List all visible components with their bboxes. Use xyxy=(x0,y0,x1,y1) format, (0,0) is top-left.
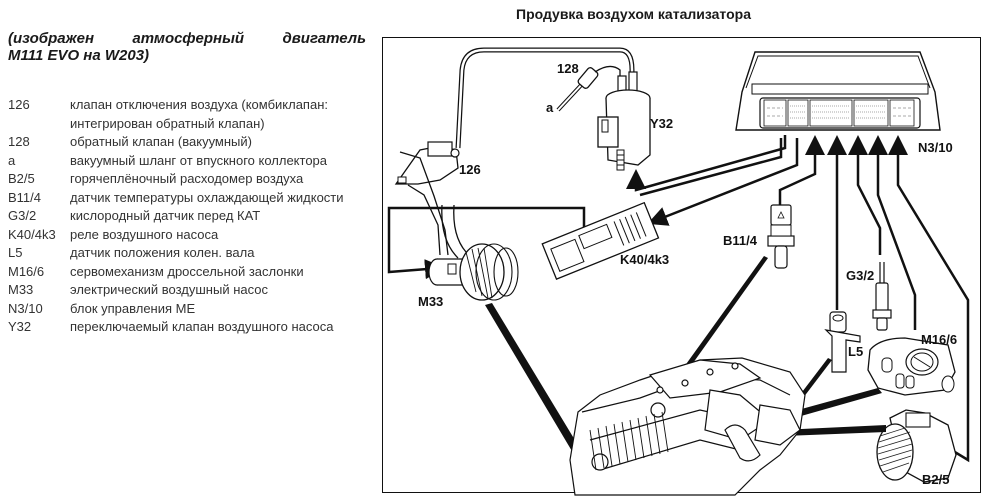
legend-desc: реле воздушного насоса xyxy=(70,226,219,242)
legend-code: K40/4k3 xyxy=(8,226,56,242)
label-n3-10: N3/10 xyxy=(918,140,953,155)
legend-desc: датчик положения колен. вала xyxy=(70,245,255,260)
wire-b2-to-ecu xyxy=(888,135,970,463)
legend-desc: клапан отключения воздуха (комбиклапан: … xyxy=(70,97,328,131)
legend-code: a xyxy=(8,152,16,168)
legend-item: 126 клапан отключения воздуха (комбиклапа… xyxy=(8,96,368,133)
label-k40-4k3: K40/4k3 xyxy=(620,252,669,267)
legend-desc: переключаемый клапан воздушного насоса xyxy=(70,319,334,334)
legend-code: Y32 xyxy=(8,319,32,334)
label-126: 126 xyxy=(459,162,481,177)
check-valve-128 xyxy=(556,65,621,112)
legend-desc: вакуумный шланг от впускного коллектора xyxy=(70,152,328,168)
label-m16-6: M16/6 xyxy=(921,332,957,347)
component-legend: 126 клапан отключения воздуха (комбиклапа… xyxy=(8,96,368,337)
legend-desc: обратный клапан (вакуумный) xyxy=(70,134,252,149)
legend-item: a вакуумный шланг от впускного коллектора xyxy=(8,152,368,171)
legend-code: N3/10 xyxy=(8,300,43,316)
air-mass-meter-b2-5 xyxy=(876,409,957,483)
label-b11-4: B11/4 xyxy=(723,233,758,248)
legend-code: M16/6 xyxy=(8,263,45,279)
legend-desc: сервомеханизм дроссельной заслонки xyxy=(70,263,304,279)
legend-code: B11/4 xyxy=(8,189,42,205)
ecu-n3-10 xyxy=(735,51,941,131)
legend-item: M16/6 сервомеханизм дроссельной заслонки xyxy=(8,263,368,282)
legend-code: M33 xyxy=(8,282,34,297)
wire-ecu-to-y32 xyxy=(639,138,783,197)
legend-desc: блок управления ME xyxy=(70,300,196,316)
wire-g3-to-ecu xyxy=(848,135,882,255)
legend-item: B2/5 горячеплёночный расходомер воздуха xyxy=(8,170,368,189)
legend-item: K40/4k3 реле воздушного насоса xyxy=(8,226,368,245)
wire-y32-n3-10 xyxy=(626,135,787,192)
subtitle-line-1: (изображен атмосферный двигатель xyxy=(8,30,366,47)
coolant-sensor-b11-4 xyxy=(767,204,795,269)
legend-desc: датчик температуры охлаждающей жидкости xyxy=(70,189,344,205)
legend-desc: кислородный датчик перед КАТ xyxy=(70,208,261,223)
legend-item: G3/2 кислородный датчик перед КАТ xyxy=(8,207,368,226)
wire-k40-to-m33 xyxy=(387,206,586,280)
legend-item: M33 электрический воздушный насос xyxy=(8,281,368,300)
label-g3-2: G3/2 xyxy=(846,268,874,283)
legend-code: L5 xyxy=(8,245,23,260)
wire-ecu-to-k40 xyxy=(647,138,799,226)
label-b2-5: B2/5 xyxy=(922,472,949,487)
wire-m16-to-ecu xyxy=(868,135,917,330)
engine-m111-evo xyxy=(569,357,806,496)
legend-item: 128 обратный клапан (вакуумный) xyxy=(8,133,368,152)
legend-item: L5 датчик положения колен. вала xyxy=(8,244,368,263)
label-a: a xyxy=(546,100,554,115)
legend-code: G3/2 xyxy=(8,208,37,223)
legend-item: B11/4 датчик температуры охлаждающей жидк… xyxy=(8,189,368,208)
air-pump-m33 xyxy=(428,204,519,301)
engine-subtitle: (изображен атмосферный двигатель M111 EV… xyxy=(8,30,366,64)
legend-item: Y32 переключаемый клапан воздушного насос… xyxy=(8,318,368,337)
legend-item: N3/10 блок управления ME xyxy=(8,300,368,319)
diagram-title: Продувка воздухом катализатора xyxy=(516,6,751,22)
pointer-m33-to-engine xyxy=(485,303,590,468)
relay-k40-4k3 xyxy=(541,201,660,280)
legend-desc: электрический воздушный насос xyxy=(70,282,268,297)
subtitle-line-2: M111 EVO на W203) xyxy=(8,47,150,64)
crankshaft-sensor-l5 xyxy=(824,311,861,373)
wire-b11-to-ecu xyxy=(778,135,825,205)
label-128: 128 xyxy=(557,61,579,76)
throttle-actuator-m16-6 xyxy=(867,337,956,396)
legend-code: 128 xyxy=(8,134,30,149)
label-l5: L5 xyxy=(848,344,863,359)
label-y32: Y32 xyxy=(650,116,673,131)
pointer-l5-to-engine xyxy=(796,358,832,402)
shutoff-valve-126 xyxy=(394,141,460,256)
switchover-valve-y32 xyxy=(597,71,651,171)
legend-code: B2/5 xyxy=(8,171,35,186)
oxygen-sensor-g3-2 xyxy=(872,262,892,331)
label-m33: M33 xyxy=(418,294,443,309)
legend-code: 126 xyxy=(8,97,30,112)
legend-desc: горячеплёночный расходомер воздуха xyxy=(70,171,304,186)
